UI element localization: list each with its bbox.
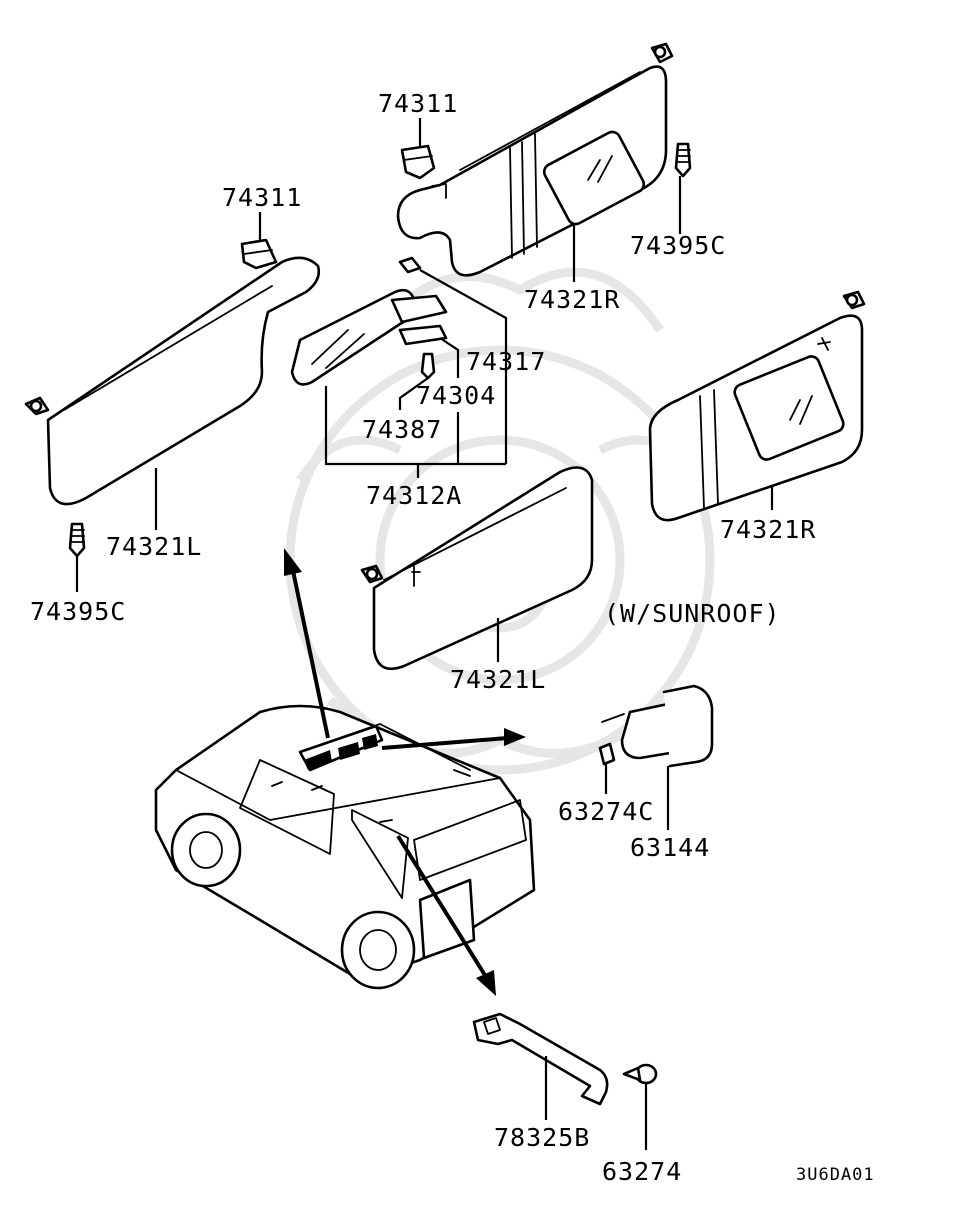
label-sunroof-note: (W/SUNROOF)	[604, 599, 781, 628]
vanity-mirror-assembly	[290, 256, 448, 386]
figure-code: 3U6DA01	[796, 1165, 875, 1185]
label-visor-left-upper: 74321L	[106, 532, 202, 561]
label-visor-right-sunroof: 74321R	[720, 515, 816, 544]
pointer-arrows	[284, 548, 526, 996]
sun-visor-left-upper	[24, 256, 321, 506]
label-grip-lower: 78325B	[494, 1123, 590, 1152]
screw-left	[68, 522, 86, 558]
label-clip-upper: 74311	[378, 89, 458, 118]
sun-visor-left-sunroof	[360, 466, 594, 671]
label-screw-left: 74395C	[30, 597, 126, 626]
label-screw-upper-right: 74395C	[630, 231, 726, 260]
grip-screw-lower	[622, 1063, 658, 1085]
label-mirror-screw: 74387	[362, 415, 442, 444]
sun-visor-right-upper	[396, 42, 674, 277]
label-mirror-assembly: 74312A	[366, 481, 462, 510]
label-visor-right-upper: 74321R	[524, 285, 620, 314]
label-mirror-part: 74317	[466, 347, 546, 376]
watermark-emblem	[285, 267, 715, 775]
sun-visor-right-sunroof	[648, 290, 866, 522]
label-clip-left: 74311	[222, 183, 302, 212]
assist-grip-upper	[601, 684, 714, 768]
label-grip-upper: 63144	[630, 833, 710, 862]
label-grip-screw-upper: 63274C	[558, 797, 654, 826]
label-mirror-holder: 74304	[416, 381, 496, 410]
visor-clip-upper	[400, 144, 436, 180]
visor-clip-left	[240, 238, 278, 270]
assist-grip-lower	[472, 1012, 609, 1106]
screw-upper-right	[674, 142, 692, 178]
vehicle-body	[154, 704, 536, 990]
label-visor-left-sunroof: 74321L	[450, 665, 546, 694]
leader-lines	[75, 118, 774, 1150]
label-grip-screw-lower: 63274	[602, 1157, 682, 1186]
grip-screw-upper	[598, 742, 616, 766]
